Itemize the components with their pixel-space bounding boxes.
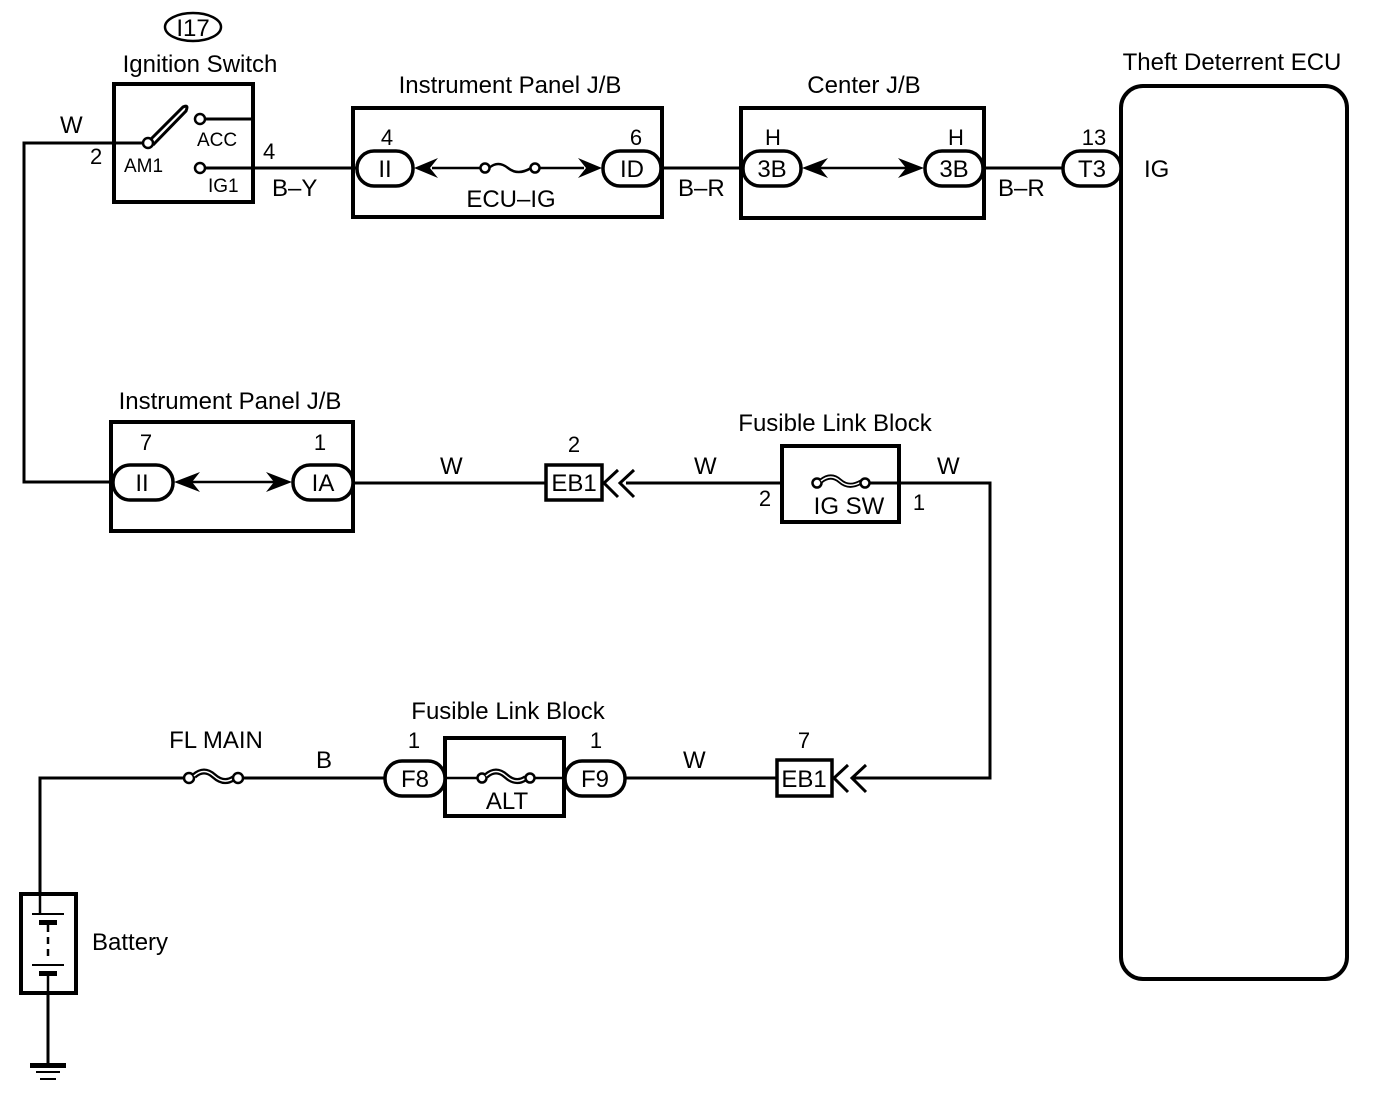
ip-jb-top-box [351, 106, 664, 219]
connector-chevron-icon [617, 468, 636, 499]
connector-label: II [135, 470, 148, 497]
connector-t3 [1061, 149, 1123, 188]
wire-color-label: B–R [998, 175, 1045, 202]
component-code: I17 [176, 15, 209, 42]
pin-label: 13 [1082, 125, 1106, 150]
center-jb-title: Center J/B [807, 72, 920, 99]
fusible-link-block-alt: Fusible Link Block 1 F8 1 F9 ALT [383, 698, 627, 818]
pin-label: 2 [759, 486, 771, 511]
center-jb: Center J/B H 3B H 3B [739, 72, 986, 220]
fl-main-title: FL MAIN [169, 727, 263, 754]
connector-label: 3B [939, 156, 968, 183]
battery: Battery [19, 892, 168, 995]
fuse-icon [479, 162, 541, 174]
wire-color-label: W [683, 747, 706, 774]
eb1-upper: 2 EB1 [544, 432, 636, 502]
wire-w-right-loop [852, 481, 992, 780]
fusible-link-icon [811, 474, 871, 489]
connector-chevron-icon [601, 468, 620, 499]
fuse-label: IG SW [814, 493, 885, 520]
terminal-ig1: IG1 [208, 176, 239, 197]
pin-label: H [948, 125, 964, 150]
connector-label: EB1 [551, 470, 596, 497]
wire-color-label: W [937, 453, 960, 480]
fusible-link-icon [182, 768, 245, 785]
terminal-am1: AM1 [124, 156, 163, 177]
ignition-switch-title: Ignition Switch [123, 51, 278, 78]
pin-label: 1 [314, 430, 326, 455]
ip-jb-bottom-title: Instrument Panel J/B [119, 388, 342, 415]
instrument-panel-jb-bottom: Instrument Panel J/B 7 II 1 IA [109, 388, 355, 533]
fusible-link-alt-title: Fusible Link Block [411, 698, 605, 725]
connector-ii [355, 149, 415, 188]
pin-label: 2 [568, 432, 580, 457]
connector-chevron-icon [266, 472, 292, 492]
wire-color-label: W [694, 453, 717, 480]
connector-f9 [563, 759, 627, 798]
connector-label: T3 [1078, 156, 1106, 183]
connector-label: EB1 [781, 766, 826, 793]
eb1-lower: 7 EB1 [775, 728, 868, 798]
connector-3b-right [923, 149, 985, 188]
connector-3b-left [741, 149, 803, 188]
fusible-link-icon [476, 768, 536, 784]
connector-label: 3B [757, 156, 786, 183]
connector-ia [291, 463, 355, 502]
terminal-acc: ACC [197, 130, 237, 151]
fl-main: FL MAIN [169, 727, 263, 785]
connector-label: ID [620, 156, 644, 183]
fusible-link-ig-box [780, 444, 901, 524]
pin-label: 4 [381, 125, 393, 150]
pin-label: H [765, 125, 781, 150]
fuse-label: ALT [486, 788, 529, 815]
connector-id [601, 149, 663, 188]
pin-label: 7 [140, 430, 152, 455]
pin-label: 1 [913, 490, 925, 515]
pin-label: 1 [408, 728, 420, 753]
connector-chevron-icon [898, 158, 924, 178]
pin-2: 2 [90, 144, 102, 169]
component-code-badge [163, 11, 223, 43]
connector-chevron-icon [578, 158, 602, 178]
wire-battery-main [38, 776, 188, 895]
connector-chevron-icon [849, 763, 868, 794]
connector-chevron-icon [802, 158, 828, 178]
connector-chevron-icon [414, 158, 438, 178]
theft-ecu-title: Theft Deterrent ECU [1123, 49, 1342, 76]
connector-label: F9 [581, 766, 609, 793]
battery-icon [32, 894, 64, 993]
pin-label: 7 [798, 728, 810, 753]
pin-label: 6 [630, 125, 642, 150]
theft-ecu-box [1119, 84, 1349, 981]
battery-label: Battery [92, 929, 168, 956]
fusible-link-ig-title: Fusible Link Block [738, 410, 932, 437]
pin-4: 4 [263, 139, 275, 164]
instrument-panel-jb-top: Instrument Panel J/B 4 II 6 ID ECU–IG [351, 72, 664, 219]
wire-w-left-loop [22, 141, 148, 484]
theft-deterrent-ecu: Theft Deterrent ECU 13 T3 IG [1061, 49, 1349, 981]
connector-eb1-box [544, 463, 604, 502]
connector-label: II [378, 156, 391, 183]
wire-color-label: W [440, 453, 463, 480]
connector-chevron-icon [831, 763, 850, 794]
connector-eb1-box [775, 758, 834, 798]
ignition-switch: I17 Ignition Switch ACC AM1 IG1 2 4 [90, 11, 278, 204]
ignition-switch-box [112, 82, 255, 204]
wire-color-label: W [60, 112, 83, 139]
fuse-label: ECU–IG [466, 186, 555, 213]
switch-icon [141, 104, 207, 175]
wire-color-label: B–R [678, 175, 725, 202]
connector-label: IA [312, 470, 335, 497]
fusible-link-block-ig: Fusible Link Block IG SW 2 1 [738, 410, 933, 524]
wire-color-label: B [316, 747, 332, 774]
terminal-ig: IG [1144, 156, 1169, 183]
wire-color-label: B–Y [272, 175, 317, 202]
connector-chevron-icon [174, 472, 200, 492]
pin-label: 1 [590, 728, 602, 753]
ground-icon [30, 1063, 66, 1080]
wires [22, 117, 1063, 1063]
ip-jb-top-title: Instrument Panel J/B [399, 72, 622, 99]
connector-label: F8 [401, 766, 429, 793]
connector-ii-bottom [111, 463, 175, 502]
